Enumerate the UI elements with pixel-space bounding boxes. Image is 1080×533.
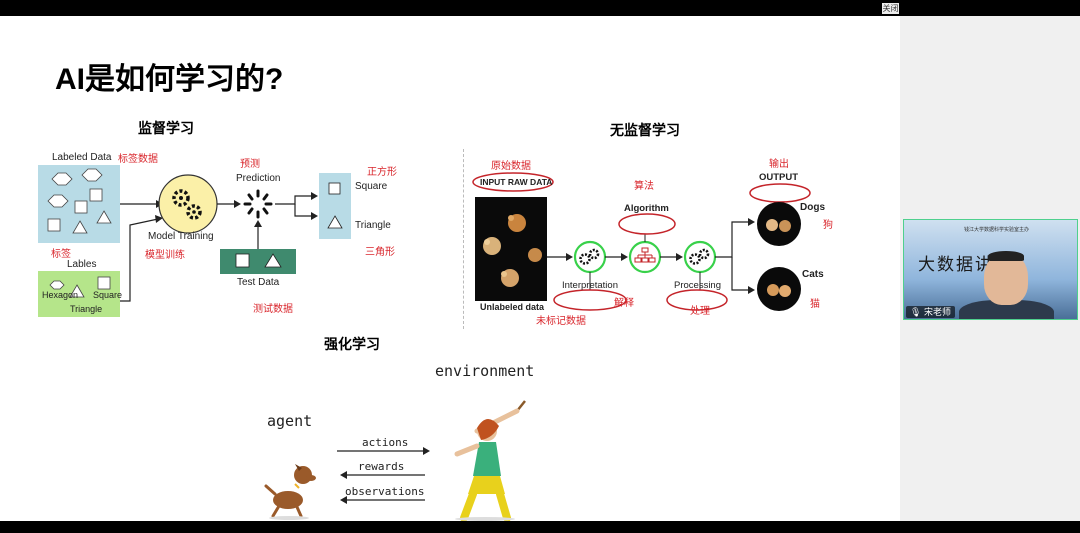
video-banner-small-text: 钱江大学数据科学实验室主办: [964, 226, 1029, 233]
dogs-circle: [757, 202, 801, 246]
prediction-cn: 预测: [240, 155, 260, 170]
dogs-label: Dogs: [800, 202, 825, 213]
algorithm-cn: 算法: [634, 177, 654, 192]
section-divider: [463, 149, 465, 329]
cats-cn: 猫: [810, 295, 820, 310]
reinforcement-heading: 强化学习: [324, 334, 380, 354]
processing-label: Processing: [674, 280, 721, 291]
input-raw-data-label: INPUT RAW DATA: [480, 177, 552, 187]
square-cn: 正方形: [367, 163, 397, 178]
loading-spinner: [245, 191, 271, 217]
dog-agent-illustration: [266, 464, 316, 520]
triangle-cn: 三角形: [365, 243, 395, 258]
model-training-cn: 模型训练: [145, 246, 185, 261]
processing-cn: 处理: [690, 302, 710, 317]
output-square-label: Square: [355, 181, 387, 192]
test-data-box: [220, 249, 296, 274]
interpretation-cn: 解释: [614, 294, 634, 309]
presentation-slide: AI是如何学习的? 监督学习 Labeled Data 标签数据: [0, 16, 900, 521]
dogs-cn: 狗: [823, 216, 833, 231]
labels-label: Lables: [67, 259, 96, 270]
test-data-label: Test Data: [237, 277, 279, 288]
bottom-bar: [0, 521, 1080, 533]
labels-cn: 标签: [51, 245, 71, 260]
speaker-hair: [988, 251, 1024, 261]
speaker-name-tag: 🎙 宋老师: [906, 306, 955, 318]
algorithm-label: Algorithm: [624, 203, 669, 214]
output-cn: 输出: [769, 155, 789, 170]
woman-environment-illustration: [455, 401, 525, 521]
unlabeled-data-label: Unlabeled data: [480, 302, 544, 312]
slide-title: AI是如何学习的?: [55, 54, 283, 98]
interpretation-label: Interpretation: [562, 280, 618, 291]
output-triangle-label: Triangle: [355, 220, 391, 231]
cats-label: Cats: [802, 269, 824, 280]
square-label: Square: [93, 290, 122, 300]
unsupervised-diagram: [470, 166, 850, 321]
top-bar: 关闭: [0, 0, 1080, 16]
unsupervised-heading: 无监督学习: [610, 120, 680, 140]
square-shape: [98, 277, 110, 289]
output-label: OUTPUT: [759, 172, 798, 183]
close-button[interactable]: 关闭: [882, 3, 899, 14]
test-data-cn: 测试数据: [253, 300, 293, 315]
cats-circle: [757, 267, 801, 311]
hexagon-label: Hexagon: [42, 290, 78, 300]
reinforcement-diagram: [255, 376, 555, 521]
raw-data-cn: 原始数据: [491, 157, 531, 172]
microphone-icon: 🎙: [910, 307, 921, 317]
speaker-video-tile[interactable]: 钱江大学数据科学实验室主办 大数据讲坛 🎙 宋老师: [903, 219, 1078, 320]
square-shape: [48, 219, 60, 231]
speaker-name: 宋老师: [924, 307, 951, 317]
triangle-label: Triangle: [70, 304, 102, 314]
square-shape: [90, 189, 102, 201]
unlabeled-data-cn: 未标记数据: [536, 312, 586, 327]
prediction-label: Prediction: [236, 173, 280, 184]
model-training-label: Model Training: [148, 231, 214, 242]
square-shape: [75, 201, 87, 213]
supervised-heading: 监督学习: [138, 118, 194, 138]
model-circle: [159, 175, 217, 233]
